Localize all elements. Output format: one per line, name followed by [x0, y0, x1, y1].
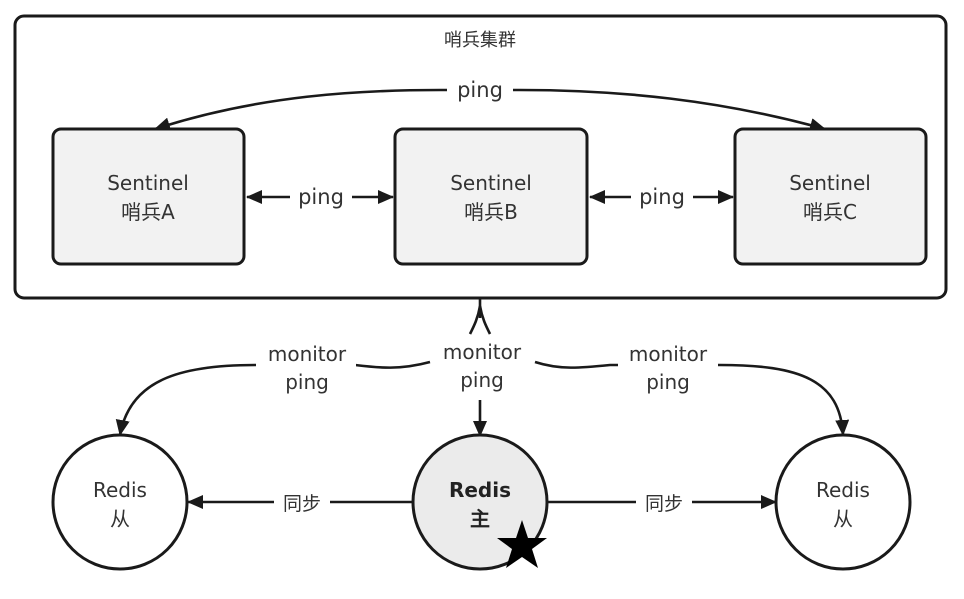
sync-left-label: 同步	[283, 493, 321, 515]
monitor-right-label-bg	[618, 340, 718, 396]
redis-slave-right-circle	[774, 433, 912, 571]
redis-master-title: Redis	[449, 478, 511, 502]
redis-slave-right[interactable]: Redis 从	[774, 433, 912, 571]
sync-right-label: 同步	[645, 493, 683, 515]
monitor-fork-right	[478, 305, 492, 335]
redis-slave-left-role: 从	[110, 507, 130, 531]
monitor-left-label-bg	[256, 340, 356, 396]
redis-slave-left-circle	[51, 433, 189, 571]
ping-a-b-label-bg	[290, 184, 352, 210]
ping-a-b-label: ping	[298, 185, 344, 209]
redis-master[interactable]: Redis 主	[411, 433, 549, 571]
monitor-right-line1: monitor	[629, 342, 708, 366]
sentinel-c-title: Sentinel	[789, 171, 871, 195]
sentinel-b-title: Sentinel	[450, 171, 532, 195]
sync-left-label-bg	[274, 488, 330, 516]
monitor-link-left	[115, 360, 431, 436]
monitor-left-line2: ping	[285, 370, 329, 394]
redis-slave-left-title: Redis	[93, 478, 147, 502]
sentinel-a-title: Sentinel	[107, 171, 189, 195]
sentinel-b-subtitle: 哨兵B	[464, 200, 518, 224]
monitor-links	[115, 298, 850, 437]
redis-slave-right-title: Redis	[816, 478, 870, 502]
sentinel-b[interactable]: Sentinel 哨兵B	[393, 127, 589, 266]
monitor-fork-left	[468, 305, 482, 335]
sentinel-a-box	[51, 127, 246, 266]
monitor-right-line2: ping	[646, 370, 690, 394]
sentinel-c-box	[733, 127, 928, 266]
monitor-center-label-bg	[432, 337, 532, 397]
sentinel-c[interactable]: Sentinel 哨兵C	[733, 127, 928, 266]
sync-right-label-bg	[636, 488, 692, 516]
star-icon	[497, 520, 547, 568]
top-ping-label-bg	[447, 78, 513, 102]
ping-b-c-label: ping	[639, 185, 685, 209]
redis-slave-left[interactable]: Redis 从	[51, 433, 189, 571]
redis-master-role: 主	[470, 507, 490, 531]
sentinel-b-box	[393, 127, 589, 266]
ping-b-c-label-bg	[631, 184, 693, 210]
sentinel-a-subtitle: 哨兵A	[121, 200, 175, 224]
monitor-center-line2: ping	[460, 368, 504, 392]
monitor-center-line1: monitor	[443, 340, 522, 364]
sentinel-a[interactable]: Sentinel 哨兵A	[51, 127, 246, 266]
redis-slave-right-role: 从	[833, 507, 853, 531]
cluster-title: 哨兵集群	[444, 30, 516, 51]
monitor-left-line1: monitor	[268, 342, 347, 366]
top-ping-label: ping	[457, 78, 503, 102]
monitor-link-right	[534, 360, 850, 436]
sentinel-c-subtitle: 哨兵C	[803, 200, 857, 224]
redis-master-circle	[411, 433, 549, 571]
